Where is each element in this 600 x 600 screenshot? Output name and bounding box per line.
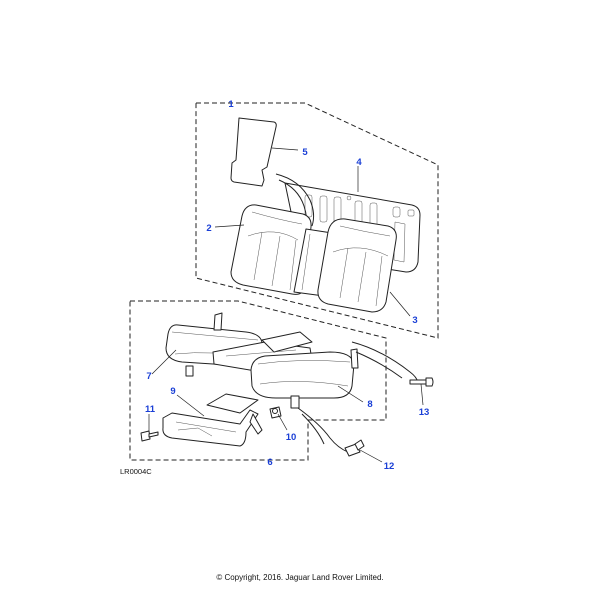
seat-back-cable: [275, 173, 315, 227]
right-seat-cushion: [250, 348, 359, 399]
callout-5: 5: [302, 147, 308, 158]
bolt-left: [140, 430, 159, 442]
seat-cushion-base-frame: [162, 393, 263, 447]
callout-11: 11: [145, 404, 156, 415]
callout-8: 8: [367, 399, 372, 410]
leader-lines: [148, 147, 424, 463]
callout-12: 12: [384, 461, 395, 472]
seat-cushion-group-outline: [129, 300, 387, 461]
callout-2: 2: [206, 223, 211, 234]
callout-4: 4: [356, 157, 362, 168]
callout-7: 7: [146, 371, 151, 382]
callout-9: 9: [170, 386, 175, 397]
callout-3: 3: [412, 315, 417, 326]
callout-13: 13: [419, 407, 430, 418]
illustration-reference-code: LR0004C: [120, 467, 152, 476]
seat-back-panel: [230, 117, 277, 187]
right-seat-back: [317, 218, 397, 313]
clip-fastener: [269, 406, 282, 419]
copyright-notice: © Copyright, 2016. Jaguar Land Rover Lim…: [216, 573, 384, 582]
callout-10: 10: [286, 432, 297, 443]
bolt-right: [409, 377, 434, 387]
left-seat-back: [230, 204, 312, 295]
wiring-connector: [344, 439, 365, 457]
callout-1: 1: [228, 99, 234, 110]
seat-harness-cable: [351, 341, 419, 385]
callout-6: 6: [267, 457, 272, 468]
seat-back-group-outline: [195, 102, 439, 339]
